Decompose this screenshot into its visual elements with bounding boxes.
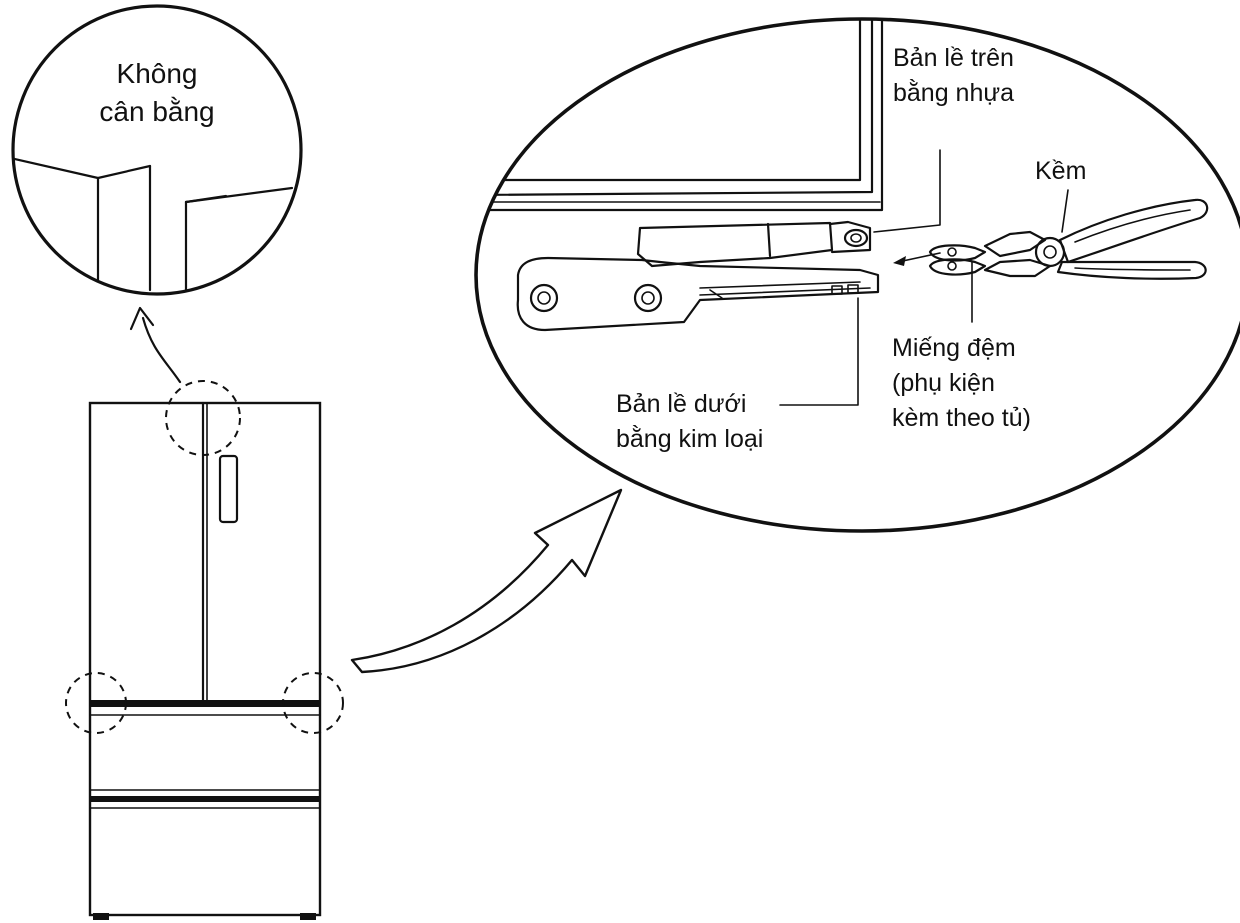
shim-label-line2: (phụ kiện (892, 369, 995, 397)
upper-hinge-label-line2: bằng nhựa (893, 78, 1014, 107)
lower-hinge-leader (779, 297, 859, 406)
pliers-icon (928, 198, 1209, 280)
pliers-leader (1061, 189, 1069, 233)
hinge-zoom-ellipse: Bản lề trên bằng nhựa Kềm Miếng đệm (phụ… (474, 17, 1240, 533)
lower-hinge-label-line1: Bản lề dưới (616, 390, 746, 418)
shim-label-line3: kèm theo tủ) (892, 404, 1031, 432)
lower-hinge-label-line2: bằng kim loại (616, 424, 763, 453)
left-hinge-highlight (65, 672, 127, 734)
not-level-label-line2: cân bằng (99, 96, 214, 127)
right-foot (300, 913, 316, 920)
upper-hinge-leader (873, 149, 941, 233)
not-level-label-line1: Không (117, 58, 198, 89)
arrow-to-top-zoom (129, 306, 182, 384)
upper-drawer-edge (90, 700, 320, 707)
not-level-zoom-circle: Không cân bằng (11, 4, 303, 296)
lower-metal-hinge (516, 256, 880, 332)
pliers-label: Kềm (1035, 157, 1086, 185)
upper-plastic-hinge (636, 220, 872, 268)
refrigerator (65, 380, 344, 920)
upper-hinge-label-line1: Bản lề trên (893, 44, 1014, 72)
arrow-to-hinge-zoom (350, 488, 623, 674)
right-hinge-highlight (282, 672, 344, 734)
lower-drawer-edge (90, 796, 320, 802)
left-foot (93, 913, 109, 920)
shim-label-line1: Miếng đệm (892, 334, 1016, 362)
uneven-door-tops (13, 156, 294, 292)
top-hinge-highlight (165, 380, 241, 456)
door-handle (218, 454, 239, 524)
